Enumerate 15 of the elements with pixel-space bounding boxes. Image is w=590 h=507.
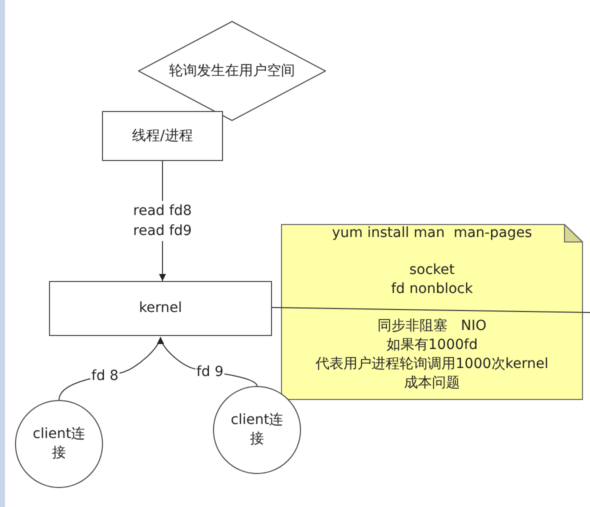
process-box <box>102 111 223 161</box>
node-label: 线程/进程 <box>132 126 193 146</box>
note-text: 代表用户进程轮询调用1000次kernel <box>316 355 548 374</box>
connector-line <box>272 307 282 308</box>
process-box <box>49 281 272 336</box>
node-label: 轮询发生在用户空间 <box>169 62 295 80</box>
note-text: fd nonblock <box>391 280 473 299</box>
note-text: yum install man man-pages <box>332 224 532 243</box>
node-label: client连接 <box>230 411 284 449</box>
node-label: kernel <box>138 299 182 318</box>
note-text: 成本问题 <box>404 374 460 393</box>
note-text: 同步非阻塞 NIO <box>378 317 486 336</box>
note-text: socket <box>409 261 455 280</box>
node-label: client连接 <box>32 425 86 463</box>
note-text: 如果有1000fd <box>386 336 478 355</box>
